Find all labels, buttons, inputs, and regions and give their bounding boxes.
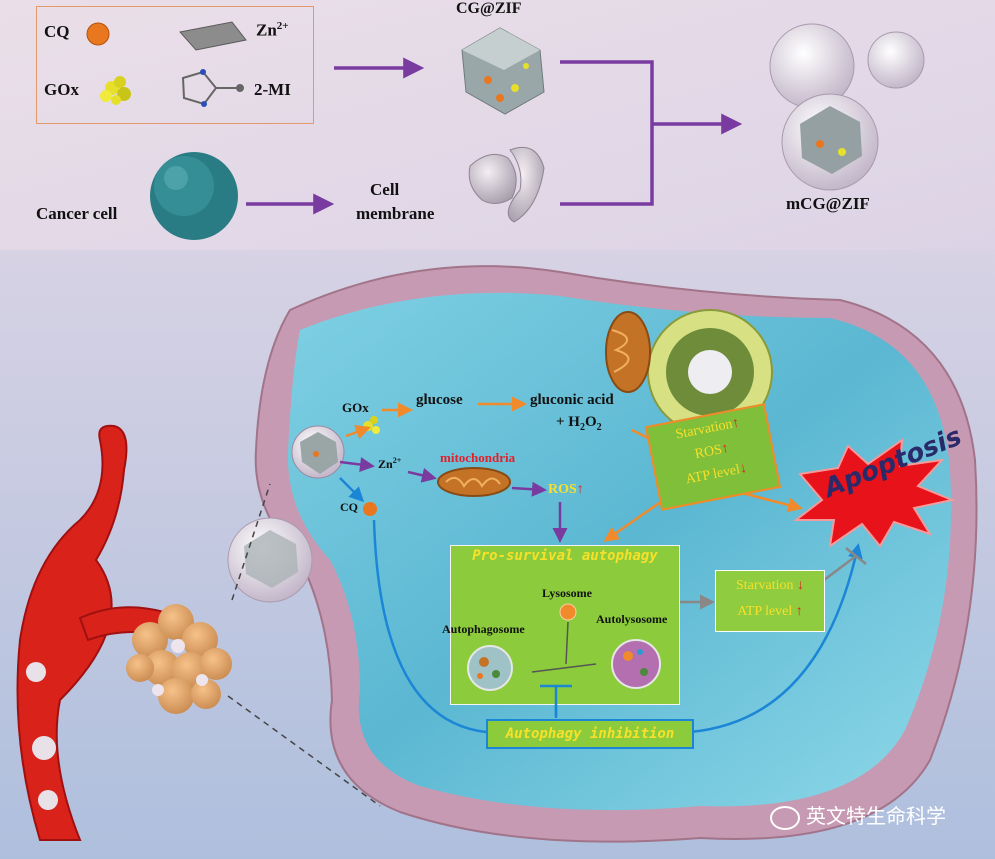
pathway-ros-arrow: ↑ [576,482,584,497]
mcg-zif-particles-icon [769,23,925,191]
autophagy-title: Pro-survival autophagy [472,548,658,564]
cgzif-label: CG@ZIF [456,0,522,17]
zn-plate-icon [179,21,247,51]
mitochondrion-large-icon [605,311,651,393]
watermark: 英文特生命科学 [770,800,946,830]
cancer-cell-icon [150,152,238,240]
box-or-l2-text: ROS [693,442,724,463]
legend-zn-text: Zn [256,20,277,40]
pathway-cq-label: CQ [340,500,358,514]
arrow-inhibition-apoptosis [689,543,863,734]
arrow-particle-zn [339,457,375,472]
legend-2mi-label: 2-MI [254,80,291,99]
watermark-text: 英文特生命科学 [806,804,946,828]
mitochondrion-small-icon [437,467,511,497]
arrow-particle-cq [339,477,365,503]
mcgzif-label: mCG@ZIF [786,194,870,213]
h2o2-sub2: 2 [596,422,602,433]
cell-membrane-label-line1: Cell [370,180,400,199]
cq-small-icon [363,502,377,516]
arrow-box-apoptosis [745,492,803,513]
h2o2-h: + H [556,414,580,430]
arrow-mito-ros [511,481,547,497]
cancer-cell-label: Cancer cell [36,204,118,223]
autolysosome-label: Autolysosome [596,612,668,626]
pathway-ros-label: ROS↑ [548,482,584,498]
pathway-glucose-label: glucose [416,392,463,408]
box-or-l3-arrow: ↓ [738,460,749,477]
legend-gox-label: GOx [44,80,79,99]
zif-cage-icon [647,309,773,435]
lysosome-label: Lysosome [542,586,593,600]
legend-cq-label: CQ [44,22,70,41]
synthesis-arrows [246,57,743,215]
internal-particle-icon [291,425,345,479]
pathway-ros-text: ROS [548,482,577,497]
apoptosis-burst-icon [793,437,956,549]
autophagy-inhibition-label: Autophagy inhibition [505,726,675,742]
box-or-l3-text: ATP level [684,462,742,488]
zoom-line-top [231,483,271,601]
merge-bracket [560,60,654,206]
arrow-zn-mito [407,467,437,483]
tumor-cluster-icon [126,604,232,714]
h2o2-o: O [584,414,597,430]
cq-sphere-icon [86,22,110,46]
box-or-l1-arrow: ↑ [730,415,741,432]
zoom-line-bottom [227,695,381,807]
pathway-gox-label: GOx [342,400,369,415]
legend-zn-label: Zn2+ [256,20,289,41]
arrow-cq-inhibition [372,519,487,734]
inhibit-apoptosis-bar [845,547,867,565]
gox-cluster-icon [100,76,131,105]
cell-membrane-fragments-icon [468,146,545,223]
pathway-zn-text: Zn [378,457,393,471]
pathway-gluconic-label: gluconic acid [530,392,614,408]
box-sm-l2-text: ATP level [737,604,793,619]
pathway-zn-sup: 2+ [392,456,402,465]
legend-zn-sup: 2+ [276,20,289,32]
starvation-down-box: Starvation ↓ ATP level ↑ [715,570,825,632]
cg-zif-particle-icon [461,27,545,115]
cell-membrane-label-line2: membrane [356,204,435,223]
box-sm-l1-text: Starvation [735,578,794,593]
wechat-icon [770,805,800,830]
pathway-mito-label: mitochondria [440,450,516,465]
legend-box [36,6,314,124]
h2o2-sub1: 2 [579,422,585,433]
arrow-particle-gox [345,425,371,440]
box-sm-line1: Starvation ↓ [716,575,824,597]
entering-particle-icon [227,517,313,603]
2-mi-molecule-icon [181,69,244,107]
pathway-zn-label: Zn2+ [378,456,401,472]
inhibit-apoptosis-line [823,555,857,581]
box-sm-line2: ATP level ↑ [716,601,824,623]
box-sm-l2-arrow: ↑ [795,604,803,619]
autophagy-inhibition-box: Autophagy inhibition [486,719,694,749]
autophagosome-label: Autophagosome [442,622,525,636]
box-sm-l1-arrow: ↓ [797,578,805,593]
pathway-h2o2-label: + H2O2 [556,414,602,433]
box-or-l2-arrow: ↑ [720,440,731,458]
